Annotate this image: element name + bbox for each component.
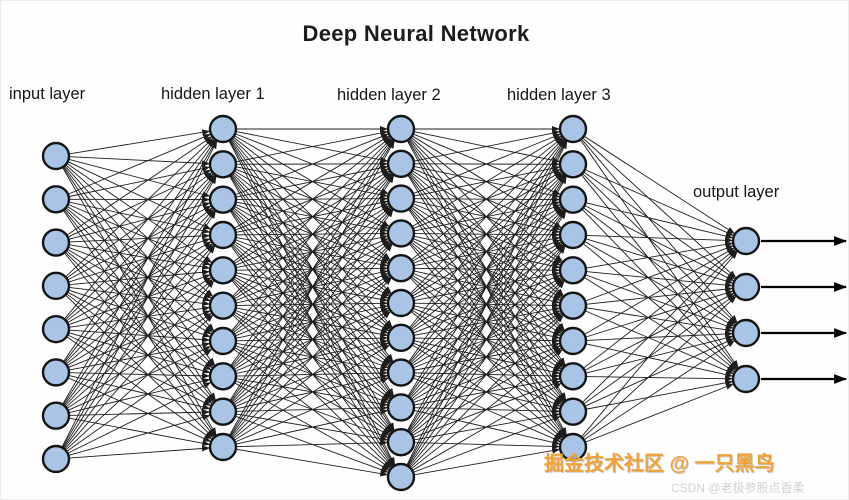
hidden-layer-2-node	[386, 393, 416, 422]
hidden-layer-2-node	[386, 323, 416, 352]
input-layer-node	[41, 358, 71, 387]
hidden-layer-1-node	[208, 150, 238, 179]
output-layer-node	[731, 364, 761, 394]
label-hidden-layer-1: hidden layer 1	[161, 85, 265, 103]
input-layer-node	[41, 141, 71, 171]
hidden-layer-3-node	[558, 114, 588, 144]
hidden-layer-2-node	[386, 184, 416, 213]
output-layer-node	[731, 272, 761, 302]
hidden-layer-1-node	[208, 256, 238, 285]
connection-edges	[61, 126, 739, 477]
input-layer-node	[41, 271, 71, 301]
hidden-layer-3-node	[558, 397, 588, 426]
hidden-layer-2-node	[386, 219, 416, 248]
hidden-layer-1-node	[208, 326, 238, 356]
hidden-layer-3-node	[558, 150, 588, 179]
diagram-title: Deep Neural Network	[302, 21, 530, 46]
watermark-juejin: 掘金技术社区 @ 一只黑鸟	[544, 453, 775, 475]
hidden-layer-3-node	[558, 432, 588, 462]
input-layer-node	[41, 228, 71, 257]
hidden-layer-2-node	[386, 114, 416, 144]
output-layer-node	[731, 226, 761, 256]
label-hidden-layer-3: hidden layer 3	[507, 86, 611, 104]
hidden-layer-1-node	[208, 291, 238, 320]
hidden-layer-1-node	[208, 362, 238, 391]
hidden-layer-1-node	[208, 185, 238, 214]
hidden-layer-2-node	[386, 358, 416, 387]
input-layer-node	[41, 401, 71, 430]
hidden-layer-3-node	[558, 362, 588, 391]
hidden-layer-1-node	[208, 220, 238, 250]
label-output-layer: output layer	[693, 183, 780, 201]
hidden-layer-2-node	[386, 254, 416, 283]
hidden-layer-2-node	[386, 428, 416, 457]
hidden-layer-2-node	[386, 462, 416, 492]
label-hidden-layer-2: hidden layer 2	[337, 86, 441, 104]
neuron-nodes	[41, 114, 761, 492]
hidden-layer-1-node	[208, 114, 238, 144]
output-arrows	[761, 236, 848, 384]
watermark-csdn: CSDN @老极参股点香柔	[671, 481, 805, 495]
hidden-layer-2-node	[386, 149, 416, 179]
hidden-layer-3-node	[558, 256, 588, 285]
hidden-layer-1-node	[208, 432, 238, 462]
input-layer-node	[41, 314, 71, 344]
output-layer-node	[731, 318, 761, 348]
input-layer-node	[41, 444, 71, 474]
hidden-layer-3-node	[558, 220, 588, 250]
hidden-layer-3-node	[558, 326, 588, 356]
hidden-layer-3-node	[558, 185, 588, 214]
hidden-layer-2-node	[386, 288, 416, 318]
hidden-layer-1-node	[208, 397, 238, 426]
hidden-layer-3-node	[558, 291, 588, 320]
label-input-layer: input layer	[9, 85, 86, 103]
input-layer-node	[41, 185, 71, 214]
